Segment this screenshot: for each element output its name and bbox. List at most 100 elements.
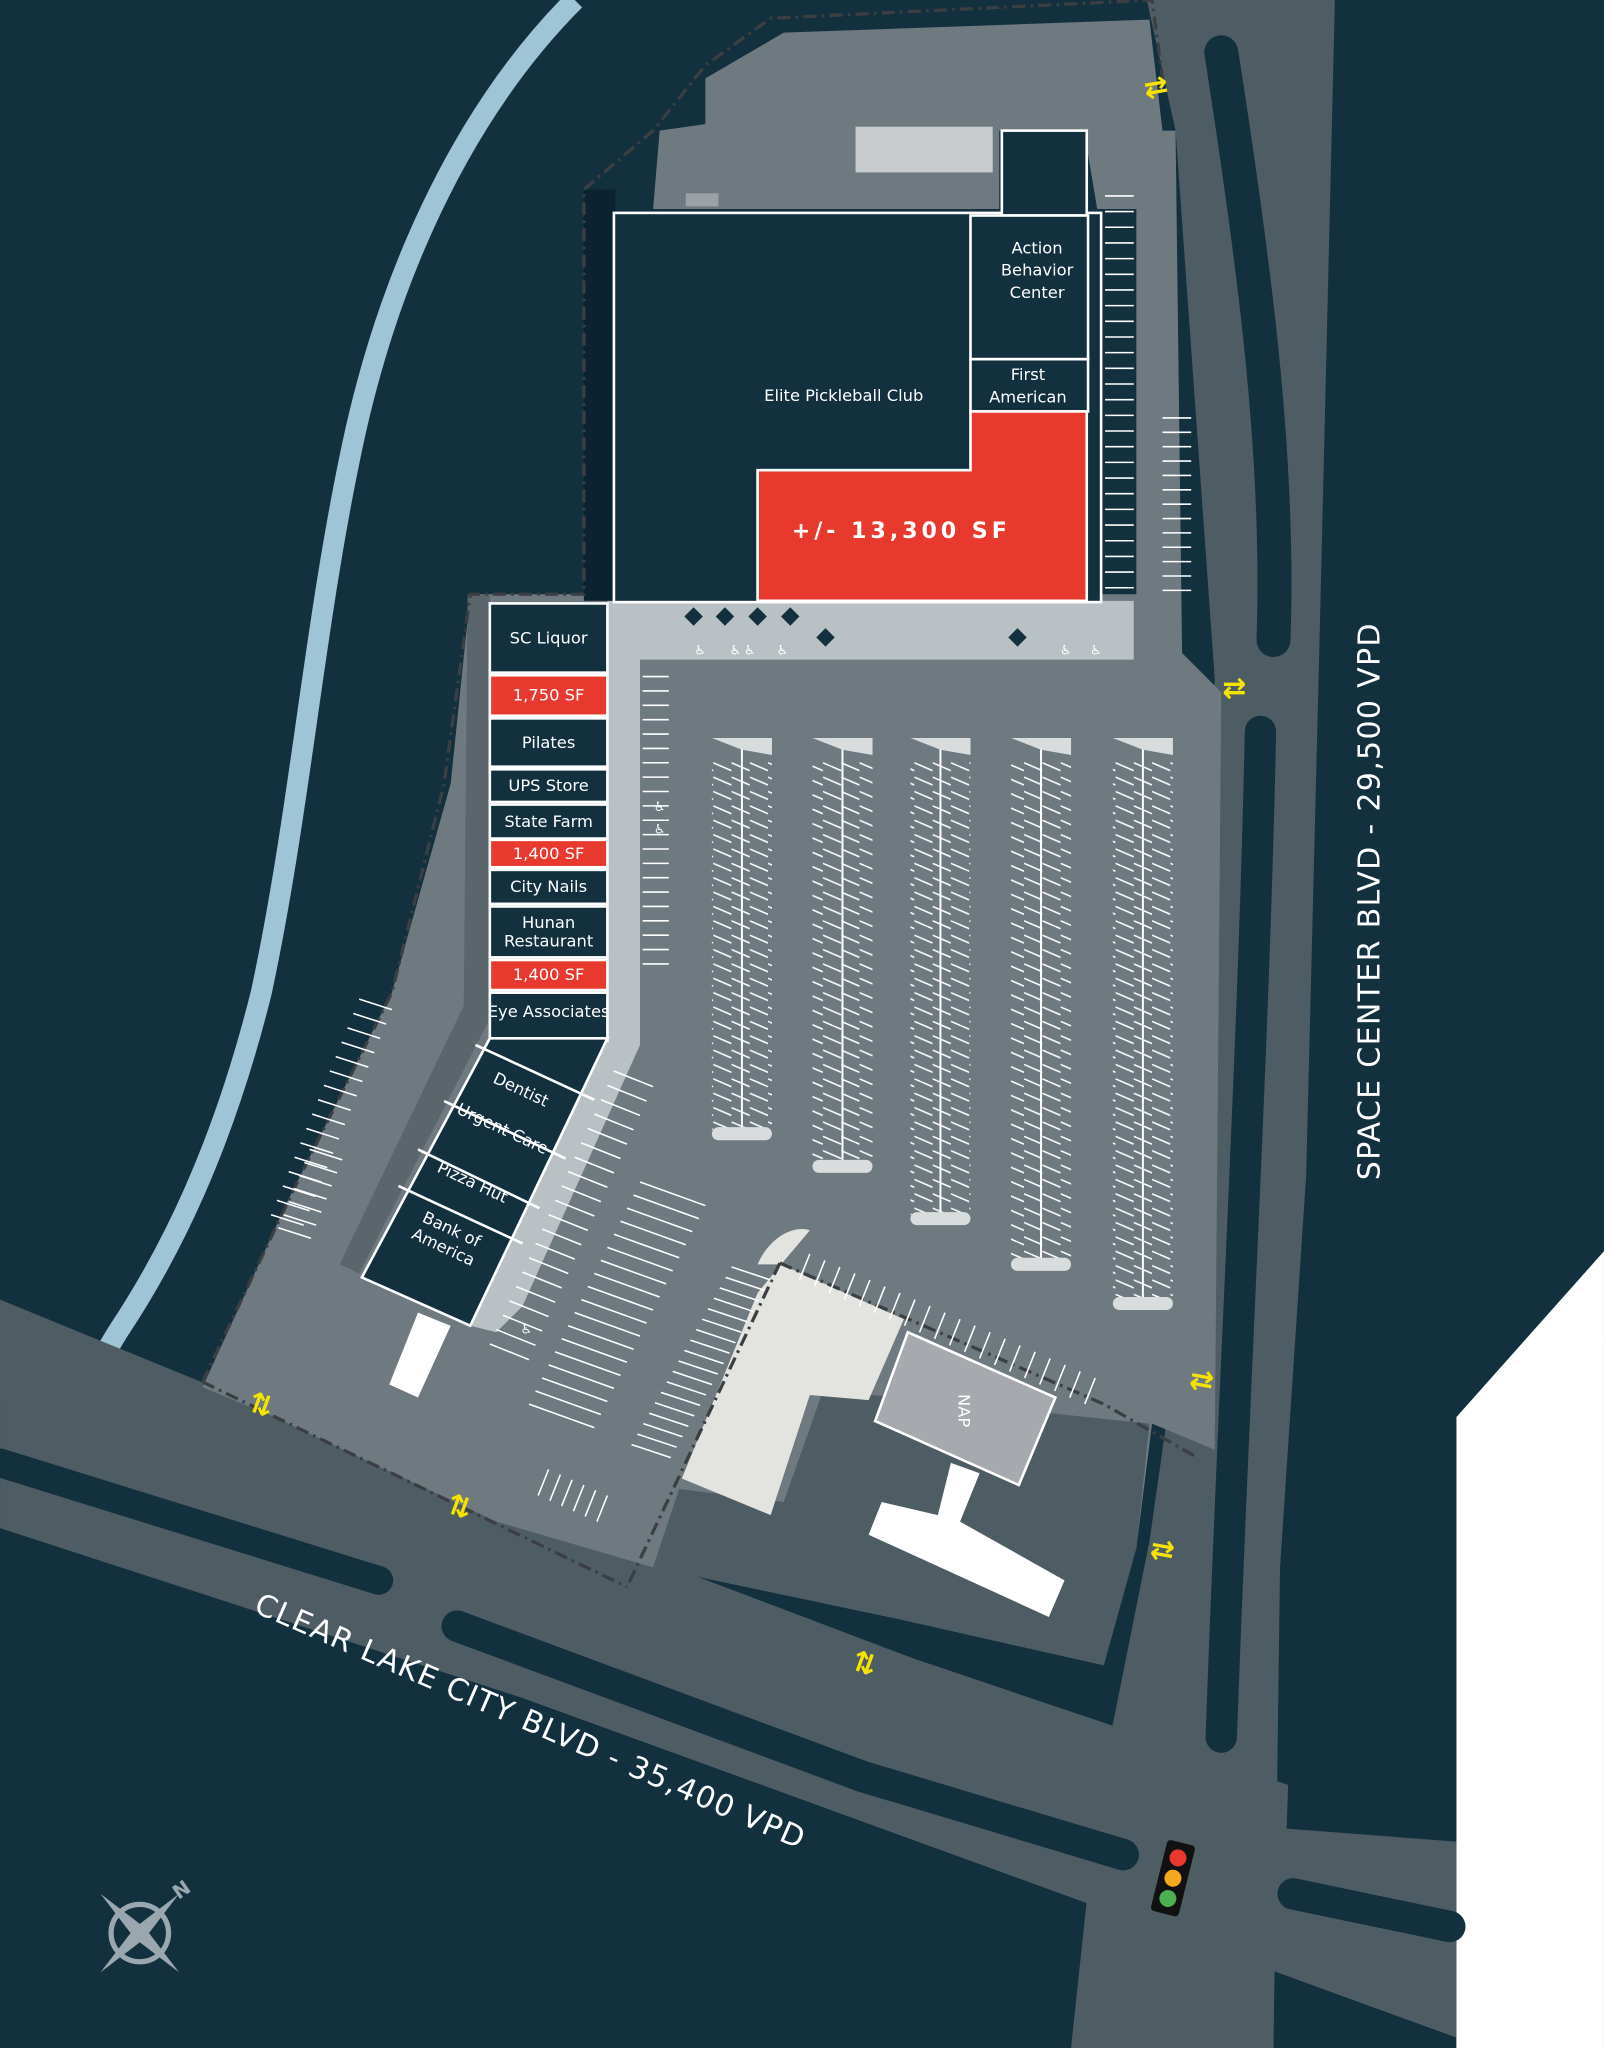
available-space-1-750-sf[interactable]	[488, 673, 609, 718]
parking-stall	[535, 1390, 602, 1416]
parking-stall	[278, 1227, 312, 1239]
nap-building[interactable]	[873, 1330, 1058, 1487]
parking-stall	[522, 1271, 562, 1289]
parking-stall	[1038, 1358, 1051, 1385]
parking-stall	[317, 1099, 351, 1111]
available-space-13300-sf[interactable]	[756, 410, 1089, 603]
available-space-1-400-sf[interactable]	[488, 838, 609, 869]
parking-stall	[626, 1207, 693, 1233]
parking-stall	[580, 1142, 621, 1160]
parking-stall	[1069, 1371, 1081, 1398]
parking-stall	[535, 1242, 576, 1260]
tenant-hunan[interactable]	[488, 905, 609, 959]
parking-stall	[594, 1113, 634, 1131]
parking-stall	[600, 1099, 641, 1117]
parking-stall	[537, 1469, 550, 1496]
parking-stall	[1084, 1377, 1096, 1405]
parking-stall	[725, 1276, 766, 1292]
property-line	[201, 0, 1196, 1589]
parking-stall	[607, 1246, 673, 1272]
nap-drive-thru	[868, 1462, 1065, 1617]
parking-stall	[813, 1260, 826, 1287]
tenant-first-american[interactable]	[969, 357, 1090, 413]
parking-stall	[574, 1311, 641, 1337]
tenant-pilates[interactable]	[488, 717, 609, 768]
parking-stall	[843, 1273, 856, 1300]
rear-structure	[855, 126, 993, 173]
parking-stall	[1008, 1345, 1021, 1372]
planter-icon	[748, 607, 767, 626]
parking-stall	[288, 1200, 322, 1213]
parking-stall	[620, 1220, 687, 1246]
landscape-island	[812, 737, 873, 755]
parking-stall	[323, 1084, 357, 1097]
label-nap: NAP	[955, 1394, 974, 1427]
parking-stall	[963, 1325, 976, 1353]
parking-stall	[695, 1328, 736, 1344]
parking-stall	[594, 1272, 660, 1298]
parking-stall	[660, 1391, 701, 1407]
tenant-city-nails[interactable]	[488, 868, 609, 906]
parking-stall	[335, 1055, 369, 1068]
parking-stall	[358, 998, 393, 1011]
parking-stall	[298, 1174, 333, 1187]
parking-stall	[584, 1489, 597, 1517]
tenant-ups-store[interactable]	[488, 768, 609, 804]
parking-stall	[561, 1185, 602, 1203]
accessible-parking-icon: ♿	[694, 643, 706, 658]
tenant-label: 1,400 SF	[513, 965, 585, 984]
landscape-island	[910, 1212, 971, 1226]
parking-stall	[489, 1343, 530, 1361]
rear-structure	[685, 193, 719, 207]
parking-stall	[567, 1324, 634, 1350]
parking-stall	[549, 1474, 562, 1502]
parking-stall	[672, 1370, 713, 1386]
building-rear-notch	[1000, 129, 1089, 217]
tenant-state-farm[interactable]	[488, 803, 609, 840]
drive-thru-lane	[389, 1312, 451, 1398]
road-median	[1277, 1878, 1466, 1943]
parking-stall	[690, 1339, 730, 1354]
tenant-divider	[397, 1184, 524, 1245]
parking-stall	[567, 1170, 608, 1188]
landscape-island	[812, 1159, 873, 1173]
tenant-label: City Nails	[510, 877, 587, 896]
accessible-parking-icon: ♿	[777, 643, 789, 658]
parking-stall	[643, 1422, 683, 1438]
tenant-eye-associates[interactable]	[488, 991, 609, 1043]
accessible-parking-icon: ♿	[521, 1323, 533, 1338]
parking-stall	[873, 1286, 886, 1313]
parking-stall	[933, 1312, 946, 1340]
label-13300-sf: +/- 13,300 SF	[792, 518, 1011, 544]
parking-stall	[798, 1253, 811, 1281]
parking-stall	[613, 1070, 654, 1088]
tenant-sc-liquor[interactable]	[488, 602, 609, 674]
available-space-1-400-sf[interactable]	[488, 958, 609, 992]
traffic-light-icon	[1150, 1840, 1195, 1917]
parking-stall	[282, 1185, 316, 1198]
parking-stall	[713, 1297, 754, 1313]
label-elite-pickleball-club: Elite Pickleball Club	[764, 386, 923, 405]
label-first-american: First	[1011, 365, 1045, 384]
angled-retail-strip: Dentist Urgent Care Pizza Hut Bank ofAme…	[360, 1037, 610, 1328]
two-way-arrows-icon: ⇄	[1141, 68, 1171, 106]
parking-stall	[719, 1287, 760, 1302]
parking-stall	[306, 1127, 340, 1140]
landscape-island	[910, 737, 971, 755]
parking-stall	[329, 1070, 363, 1083]
parking-stall	[600, 1259, 667, 1285]
parking-stall	[678, 1360, 719, 1375]
parking-stall	[502, 1314, 543, 1332]
accessible-parking-icon: ♿	[654, 822, 666, 837]
rear-service-area	[653, 19, 1163, 209]
two-way-arrows-icon: ⇄	[1148, 1531, 1178, 1569]
parking-stall	[587, 1127, 628, 1145]
parking-stall	[548, 1213, 589, 1232]
parking-stall	[888, 1292, 901, 1320]
tenant-divider	[417, 1148, 541, 1210]
parking-stall	[496, 1328, 536, 1347]
parking-stall	[276, 1199, 310, 1212]
landscape-island	[711, 737, 772, 755]
parking-stall	[948, 1318, 961, 1346]
